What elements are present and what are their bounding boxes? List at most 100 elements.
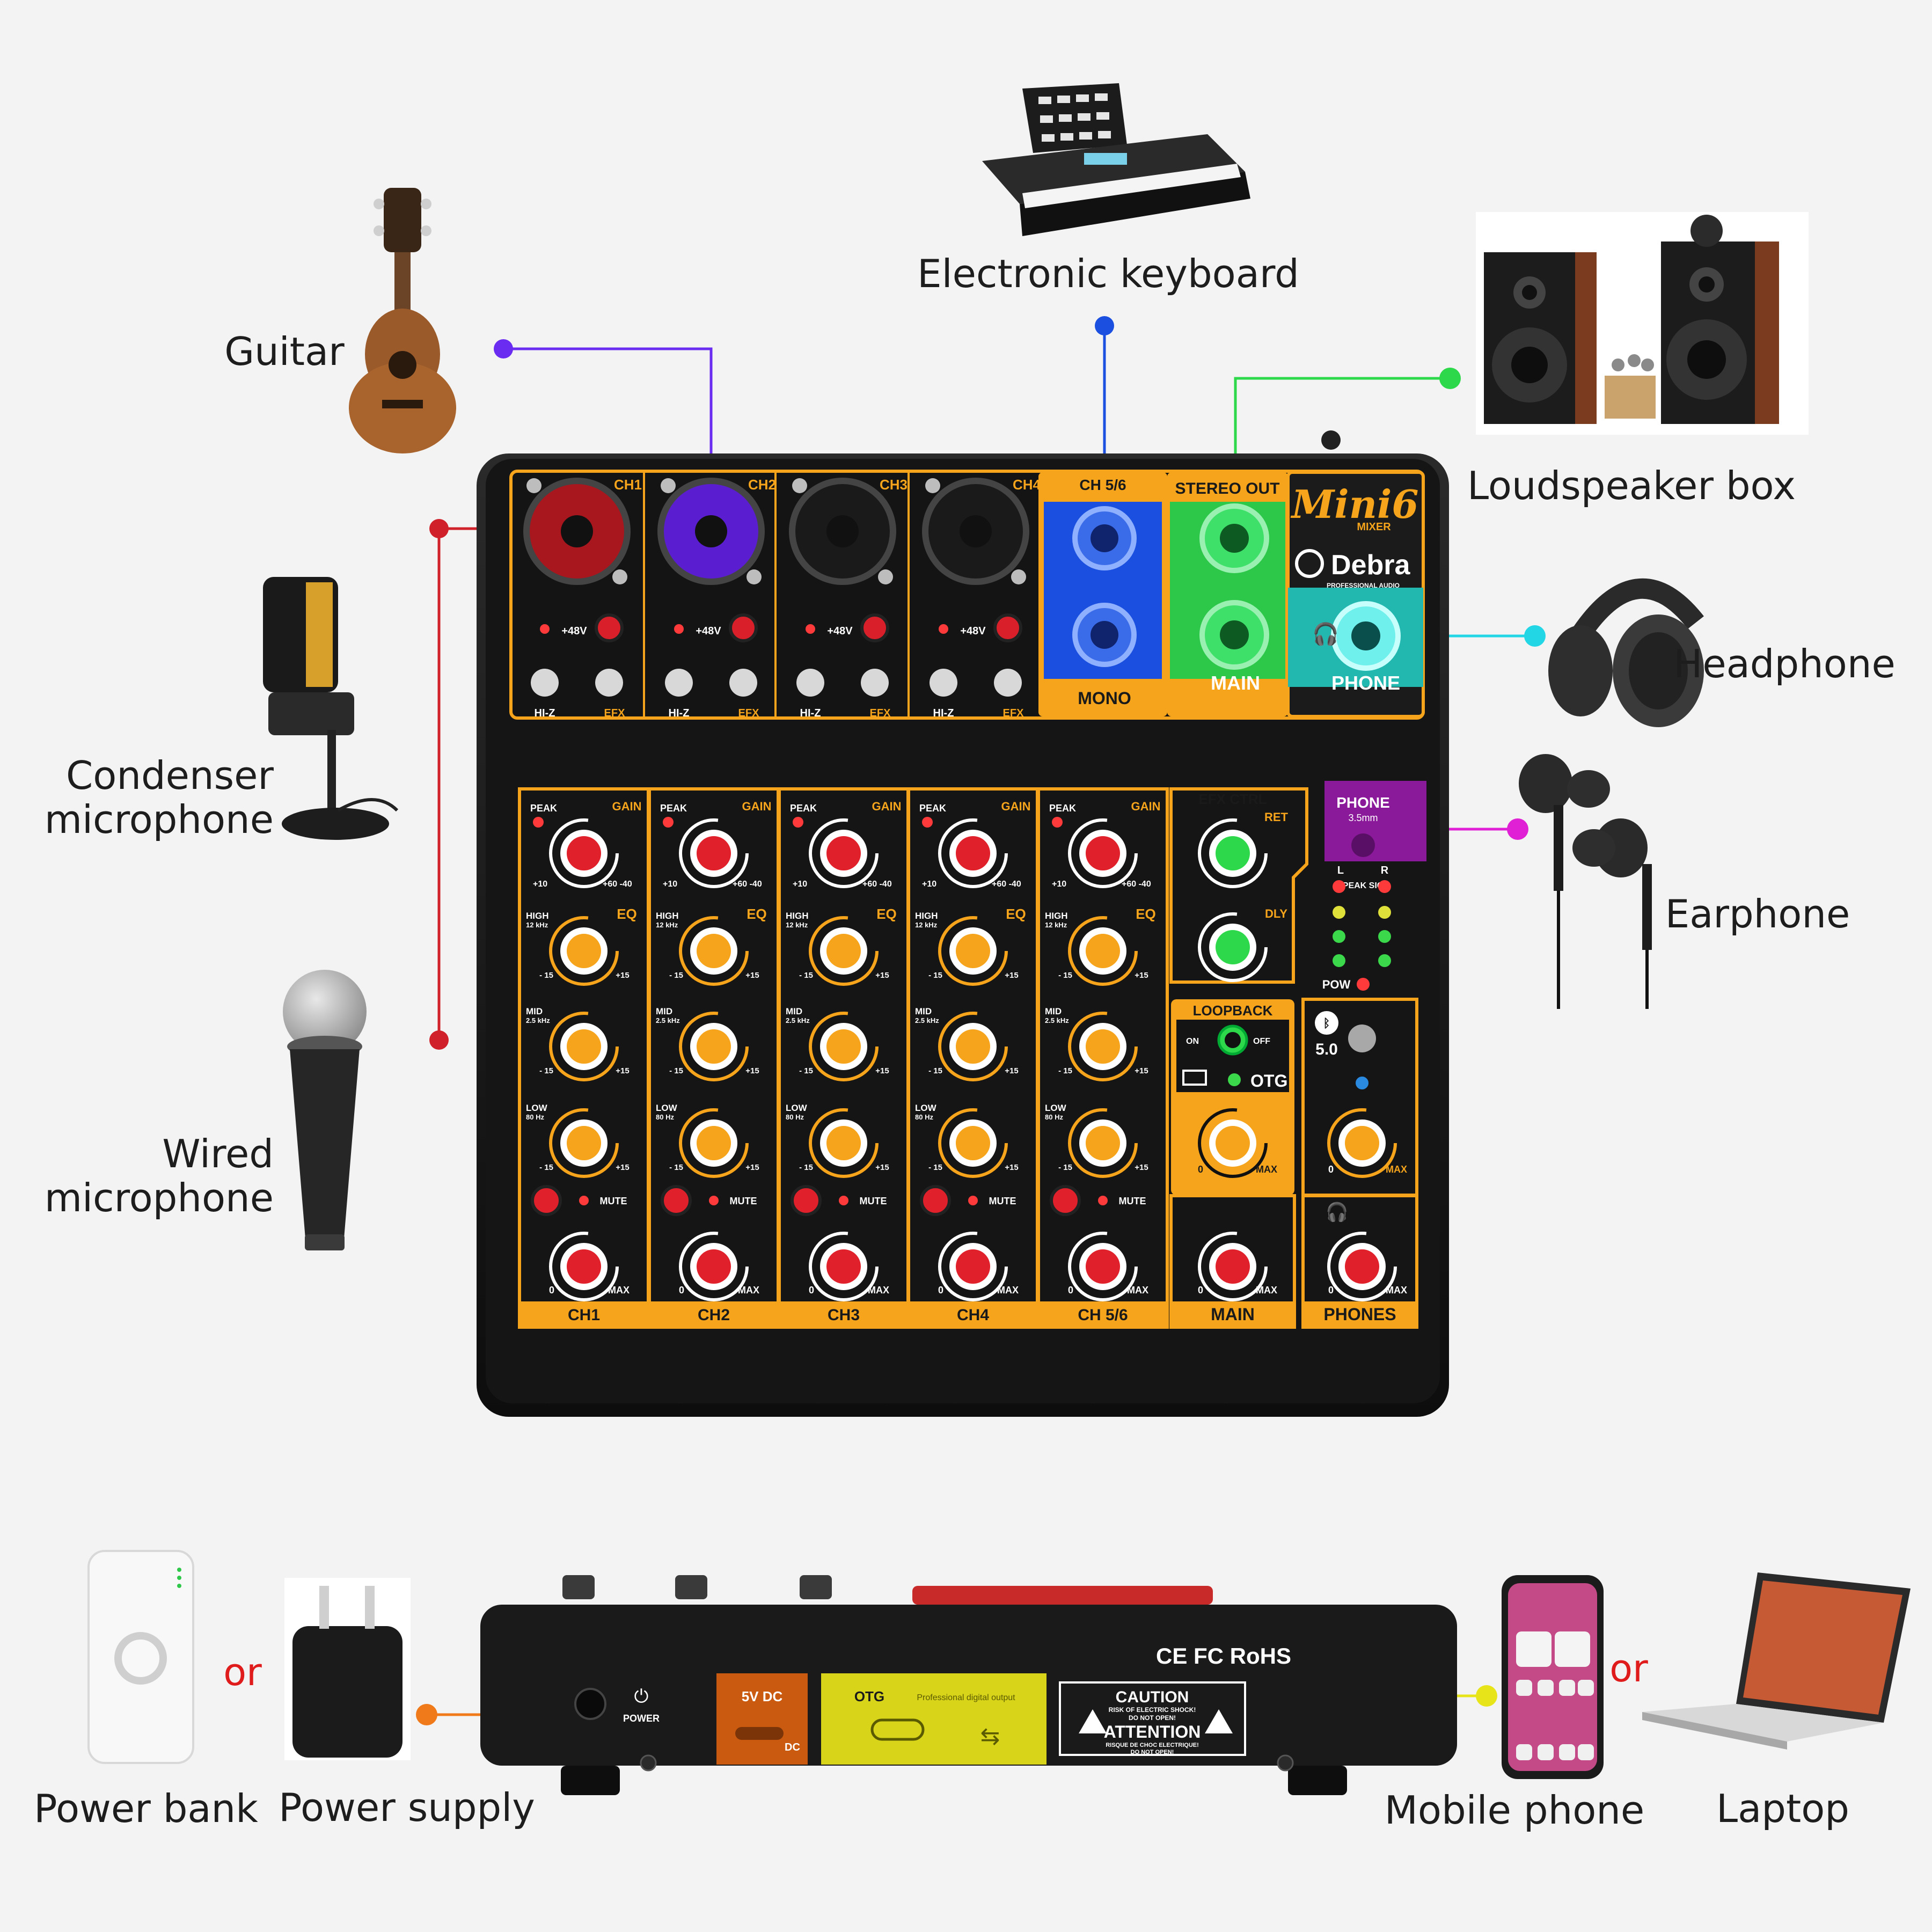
ch1-hiz-label: HI-Z (535, 707, 555, 719)
strip5-high-min: - 15 (1058, 971, 1072, 980)
strip1-mute-button[interactable] (531, 1185, 562, 1216)
ch2-phantom-led (674, 624, 684, 634)
strip1-gain-right: +60 -40 (603, 880, 632, 889)
strip2-eq-label: EQ (747, 906, 767, 922)
ch2-hiz-button[interactable] (665, 669, 693, 697)
strip2-mid-min: - 15 (669, 1066, 683, 1075)
strip3-low-label: LOW (786, 1103, 808, 1113)
ch4-phantom-button[interactable] (993, 613, 1022, 642)
strip3-mute-label: MUTE (860, 1196, 887, 1206)
strip4-high-min: - 15 (928, 971, 942, 980)
loopback-section: LOOPBACK ON OFF OTG 0 MAX (1171, 999, 1294, 1195)
ch56-label: CH 5/6 (1079, 477, 1126, 493)
strip2-mid-max: +15 (745, 1066, 759, 1075)
usb-c-port[interactable] (870, 1718, 925, 1741)
strip3-low-max: +15 (875, 1163, 889, 1172)
phone-jack-label: PHONE (1331, 672, 1400, 694)
strip2-mute-led (709, 1196, 719, 1205)
ch4-efx-button[interactable] (994, 669, 1022, 697)
condenser-label-line2: microphone (45, 797, 274, 842)
rear-power-button[interactable] (574, 1688, 606, 1720)
meter-section: PHONE 3.5mm L R PEAK SIG POW (1322, 781, 1426, 991)
dc-port[interactable] (735, 1727, 784, 1740)
ch1-phantom-button[interactable] (595, 613, 624, 642)
headphone-icon (1548, 578, 1704, 727)
ch1-jack-label: CH1 (614, 477, 642, 493)
attention-sub1: RISQUE DE CHOC ELECTRIQUE! (1106, 1742, 1199, 1748)
ch2-efx-button[interactable] (729, 669, 757, 697)
condenser-microphone-icon (263, 577, 399, 840)
ch1-hiz-button[interactable] (531, 669, 559, 697)
strip1-high-min: - 15 (539, 971, 553, 980)
condenser-label-line1: Condenser (66, 753, 274, 798)
ch3-efx-button[interactable] (861, 669, 889, 697)
phones-headphone-icon: 🎧 (1326, 1202, 1348, 1223)
ch3-phantom-led (806, 624, 815, 634)
strip4-high-label: HIGH (915, 911, 938, 921)
strip2-peak-label: PEAK (660, 803, 687, 814)
debra-logo-icon (1295, 549, 1324, 578)
ch4-hiz-button[interactable] (930, 669, 957, 697)
mixer-rear-view: ⏻ POWER 5V DC DC OTG Professional digita… (480, 1575, 1457, 1795)
strip3-label: CH3 (828, 1306, 860, 1324)
strip3-peak-led (793, 817, 803, 828)
strip3-high-max: +15 (875, 971, 889, 980)
strip1-mid-max: +15 (616, 1066, 629, 1075)
phone-35-jack[interactable] (1351, 833, 1375, 857)
strip2-vol-zero: 0 (679, 1285, 684, 1296)
strip4-mid-max: +15 (1005, 1066, 1018, 1075)
strip3-high-label: HIGH (786, 911, 809, 921)
strip2-mute-button[interactable] (661, 1185, 692, 1216)
wired-label-line1: Wired (162, 1131, 274, 1176)
strip4-mute-button[interactable] (920, 1185, 951, 1216)
loopback-label: LOOPBACK (1193, 1002, 1273, 1019)
strip4-low-freq: 80 Hz (915, 1113, 933, 1121)
strip3-mute-button[interactable] (791, 1185, 822, 1216)
phones-strip-label: PHONES (1323, 1305, 1396, 1324)
strip4-high-max: +15 (1005, 971, 1018, 980)
strip1-high-freq: 12 kHz (526, 921, 548, 929)
laptop-small-icon (1182, 1070, 1207, 1086)
top-knob (1321, 430, 1341, 450)
bluetooth-button[interactable] (1348, 1024, 1376, 1052)
warning-icon-right (1205, 1709, 1233, 1733)
power-bank-icon (87, 1550, 194, 1764)
strip5-low-freq: 80 Hz (1045, 1113, 1063, 1121)
strip3-mid-freq: 2.5 kHz (786, 1016, 810, 1024)
strip3-mute-led (839, 1196, 848, 1205)
ch1-efx-button[interactable] (595, 669, 623, 697)
otg-label: OTG (1250, 1071, 1287, 1091)
keyboard-icon (982, 83, 1250, 236)
ch2-phantom-button[interactable] (729, 613, 758, 642)
ch3-phantom-button[interactable] (860, 613, 889, 642)
bt-vol-zero: 0 (1328, 1164, 1334, 1175)
strip1-gain-left: +10 (533, 880, 547, 889)
strip2-mid-label: MID (656, 1006, 672, 1016)
strip3-mid-label: MID (786, 1006, 802, 1016)
strip4-gain-label: GAIN (1001, 800, 1031, 813)
strip5-mute-button[interactable] (1050, 1185, 1081, 1216)
main-phones-section: 0 MAX MAIN 🎧 0 MAX PHONES (1169, 1194, 1418, 1329)
loopback-off-label: OFF (1253, 1037, 1270, 1046)
earphone-label: Earphone (1665, 891, 1850, 936)
strip2-low-min: - 15 (669, 1163, 683, 1172)
ch4-efx-label: EFX (1003, 707, 1024, 719)
strip1-mid-min: - 15 (539, 1066, 553, 1075)
strip4-mid-freq: 2.5 kHz (915, 1016, 939, 1024)
strip5-mid-min: - 15 (1058, 1066, 1072, 1075)
laptop-label: Laptop (1716, 1786, 1849, 1831)
main-vol-zero: 0 (1198, 1285, 1203, 1296)
keyboard-label: Electronic keyboard (917, 251, 1299, 296)
ch3-hiz-button[interactable] (796, 669, 824, 697)
strip3-mid-max: +15 (875, 1066, 889, 1075)
strip5-mute-label: MUTE (1119, 1196, 1146, 1206)
dc-input-block (716, 1673, 808, 1765)
strip5-mid-freq: 2.5 kHz (1045, 1016, 1069, 1024)
strip4-low-label: LOW (915, 1103, 937, 1113)
strip3-vol-max: MAX (868, 1285, 889, 1296)
loudspeaker-label: Loudspeaker box (1467, 463, 1796, 508)
strip5-gain-label: GAIN (1131, 800, 1161, 813)
